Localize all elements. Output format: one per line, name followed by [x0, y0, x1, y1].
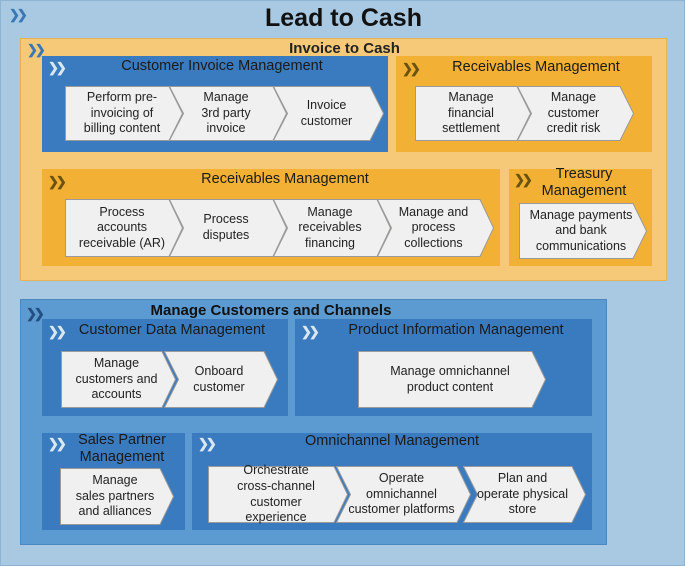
step-chevron-shape: [519, 203, 647, 259]
chevron-double-right-icon: ❯❯: [198, 436, 217, 451]
step-chevron-shape: [358, 351, 546, 408]
step-chevron-shape: [377, 199, 494, 257]
step-manage-payments-bank-communications[interactable]: Manage payments and bank communications: [519, 203, 647, 259]
customer-invoice-management-title: Customer Invoice Management: [121, 58, 323, 74]
product-information-management-title: Product Information Management: [348, 322, 564, 338]
step-chevron-shape: [463, 466, 586, 523]
step-label: Orchestrate cross-channel customer exper…: [237, 463, 315, 525]
step-manage-financial-settlement[interactable]: Manage financial settlement: [415, 86, 531, 141]
step-label: Invoice customer: [300, 97, 353, 128]
chevron-double-right-icon: ❯❯: [514, 172, 533, 187]
step-label: Manage financial settlement: [442, 90, 500, 136]
step-onboard-customer[interactable]: Onboard customer: [164, 351, 278, 408]
chevron-double-right-icon: ❯❯: [48, 174, 67, 189]
chevron-double-right-icon: ❯❯: [26, 306, 45, 321]
step-label: Perform pre- invoicing of billing conten…: [83, 90, 161, 136]
step-label: Plan and operate physical store: [476, 471, 569, 517]
step-manage-customers-accounts[interactable]: Manage customers and accounts: [61, 351, 176, 408]
step-plan-operate-physical-store[interactable]: Plan and operate physical store: [463, 466, 586, 523]
step-label: Manage sales partners and alliances: [75, 473, 155, 519]
step-chevron-shape: [336, 466, 471, 523]
step-perform-pre-invoicing[interactable]: Perform pre- invoicing of billing conten…: [65, 86, 183, 141]
step-manage-omnichannel-product-content[interactable]: Manage omnichannel product content: [358, 351, 546, 408]
step-label: Manage 3rd party invoice: [201, 90, 251, 136]
step-label: Process disputes: [202, 212, 250, 242]
customer-data-management-title: Customer Data Management: [78, 322, 266, 338]
step-label: Process accounts receivable (AR): [78, 204, 166, 250]
chevron-double-right-icon: ❯❯: [48, 324, 67, 339]
step-manage-process-collections[interactable]: Manage and process collections: [377, 199, 494, 257]
step-label: Manage receivables financing: [298, 204, 362, 250]
step-label: Manage and process collections: [398, 204, 469, 250]
chevron-double-right-icon: ❯❯: [402, 61, 421, 76]
chevron-double-right-icon: ❯❯: [301, 324, 320, 339]
step-manage-sales-partners-alliances[interactable]: Manage sales partners and alliances: [60, 468, 174, 525]
treasury-management-title: Treasury Management: [541, 166, 627, 200]
step-chevron-shape: [208, 466, 348, 523]
step-chevron-shape: [61, 351, 176, 408]
omnichannel-management-title: Omnichannel Management: [304, 433, 480, 449]
step-chevron-shape: [60, 468, 174, 525]
step-orchestrate-cross-channel-experience[interactable]: Orchestrate cross-channel customer exper…: [208, 463, 348, 525]
step-label: Manage customer credit risk: [546, 90, 601, 136]
invoice-to-cash-title: Invoice to Cash: [289, 40, 400, 57]
step-operate-omnichannel-platforms[interactable]: Operate omnichannel customer platforms: [336, 466, 471, 523]
step-label: Operate omnichannel customer platforms: [348, 471, 455, 517]
receivables-management-title: Receivables Management: [201, 171, 369, 187]
step-manage-3rd-party-invoice[interactable]: Manage 3rd party invoice: [169, 86, 287, 141]
step-chevron-shape: [273, 86, 384, 141]
step-label: Manage customers and accounts: [75, 356, 158, 402]
manage-customers-channels-title: Manage Customers and Channels: [150, 302, 392, 319]
chevron-double-right-icon: ❯❯: [9, 7, 28, 22]
chevron-double-right-icon: ❯❯: [27, 42, 46, 57]
sales-partner-management-title: Sales Partner Management: [78, 432, 166, 466]
step-manage-customer-credit-risk[interactable]: Manage customer credit risk: [517, 86, 634, 141]
step-label: Onboard customer: [193, 363, 245, 394]
step-chevron-shape: [164, 351, 278, 408]
step-chevron-shape: [517, 86, 634, 141]
chevron-double-right-icon: ❯❯: [48, 436, 67, 451]
page-title: Lead to Cash: [265, 4, 422, 32]
step-process-disputes[interactable]: Process disputes: [169, 199, 287, 257]
step-manage-receivables-financing[interactable]: Manage receivables financing: [273, 199, 391, 257]
chevron-double-right-icon: ❯❯: [48, 60, 67, 75]
step-label: Manage payments and bank communications: [529, 207, 633, 253]
receivables-management-title: Receivables Management: [452, 59, 620, 75]
step-label: Manage omnichannel product content: [390, 363, 510, 394]
step-invoice-customer[interactable]: Invoice customer: [273, 86, 384, 141]
step-process-accounts-receivable[interactable]: Process accounts receivable (AR): [65, 199, 183, 257]
